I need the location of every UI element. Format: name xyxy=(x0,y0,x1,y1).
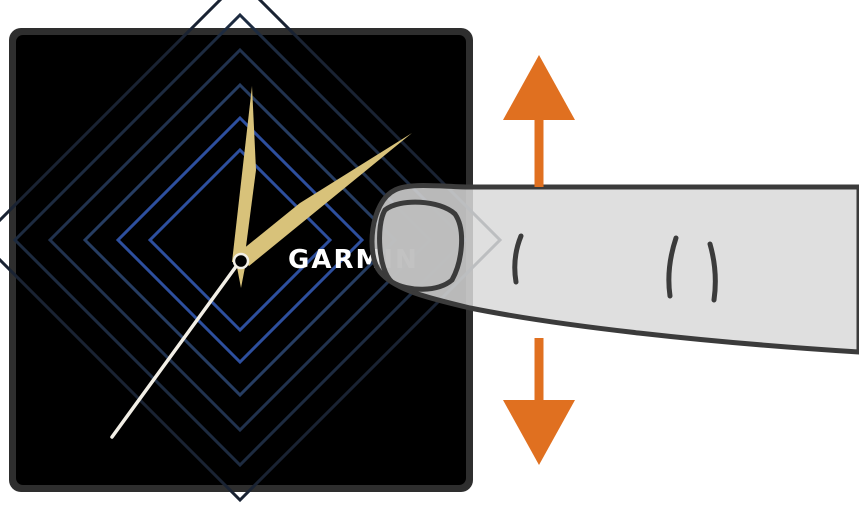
hand-pivot xyxy=(232,252,250,270)
watch: GARMIN xyxy=(0,0,503,503)
minute-hand xyxy=(237,133,412,266)
knuckle-crease xyxy=(512,233,524,285)
pattern-diamond-ring xyxy=(47,47,433,433)
second-hand xyxy=(110,259,242,439)
hour-hand xyxy=(232,86,256,262)
finger xyxy=(369,182,859,355)
knuckle-crease xyxy=(666,235,679,299)
fingernail xyxy=(377,199,465,292)
arrow-down-icon xyxy=(503,338,575,465)
knuckle-crease xyxy=(707,241,718,303)
arrow-up-icon xyxy=(503,55,575,187)
swipe-arrows xyxy=(503,55,575,465)
pattern-diamond-ring xyxy=(0,0,503,503)
pattern-diamond-ring xyxy=(12,12,468,468)
